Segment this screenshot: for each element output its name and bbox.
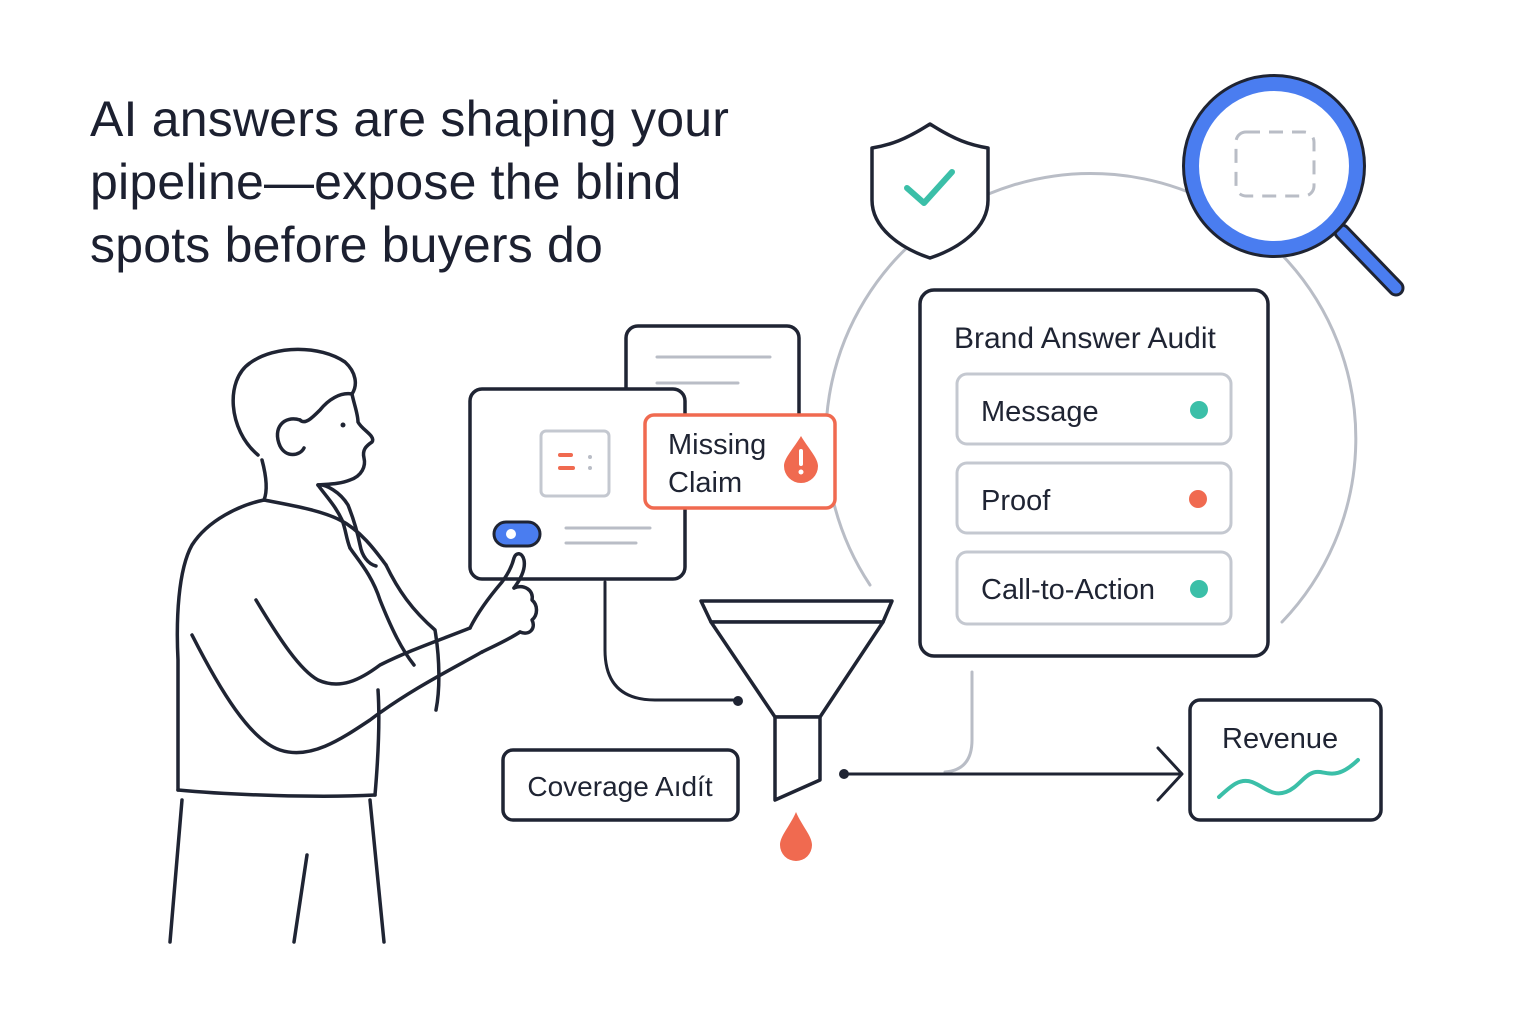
headline: AI answers are shaping your pipeline—exp…: [90, 88, 810, 277]
missing-claim-alert: Missing Claim: [643, 413, 837, 510]
coverage-audit-label: Coverage Aıdít: [527, 771, 712, 802]
headline-line-1: AI answers are shaping your: [90, 91, 730, 147]
revenue-label: Revenue: [1222, 723, 1338, 755]
revenue-card: Revenue: [1188, 698, 1383, 822]
funnel-icon: [699, 599, 894, 802]
person-figure: [168, 347, 539, 944]
flow-arrow: [839, 746, 1184, 802]
audit-item-label: Proof: [981, 485, 1051, 517]
headline-line-3: spots before buyers do: [90, 217, 604, 273]
shield-check-icon: [870, 122, 990, 260]
orbit-circle: [824, 172, 1358, 624]
audit-item-proof[interactable]: Proof: [955, 461, 1233, 535]
brand-answer-audit-panel: Brand Answer Audit Message Proof Call-to…: [918, 288, 1270, 658]
headline-line-2: pipeline—expose the blind: [90, 154, 682, 210]
alert-line-2: Claim: [668, 467, 742, 499]
toggle-switch[interactable]: [492, 520, 542, 548]
warning-drop-icon: [784, 436, 818, 483]
status-dot: [1190, 580, 1208, 598]
magnifier-icon: [1182, 74, 1405, 297]
status-dot: [1189, 490, 1207, 508]
coverage-audit-button[interactable]: Coverage Aıdít: [501, 748, 740, 822]
alert-line-1: Missing: [668, 429, 766, 461]
status-dot: [1190, 401, 1208, 419]
drop-icon: [780, 812, 812, 861]
audit-title: Brand Answer Audit: [954, 322, 1216, 355]
revenue-trend-line: [1217, 758, 1360, 799]
audit-item-label: Call-to-Action: [981, 574, 1155, 606]
audit-item-label: Message: [981, 396, 1099, 428]
panel-connector: [943, 670, 974, 774]
card-funnel-connector: [603, 580, 743, 706]
audit-item-message[interactable]: Message: [955, 372, 1233, 446]
audit-item-call-to-action[interactable]: Call-to-Action: [955, 550, 1233, 626]
